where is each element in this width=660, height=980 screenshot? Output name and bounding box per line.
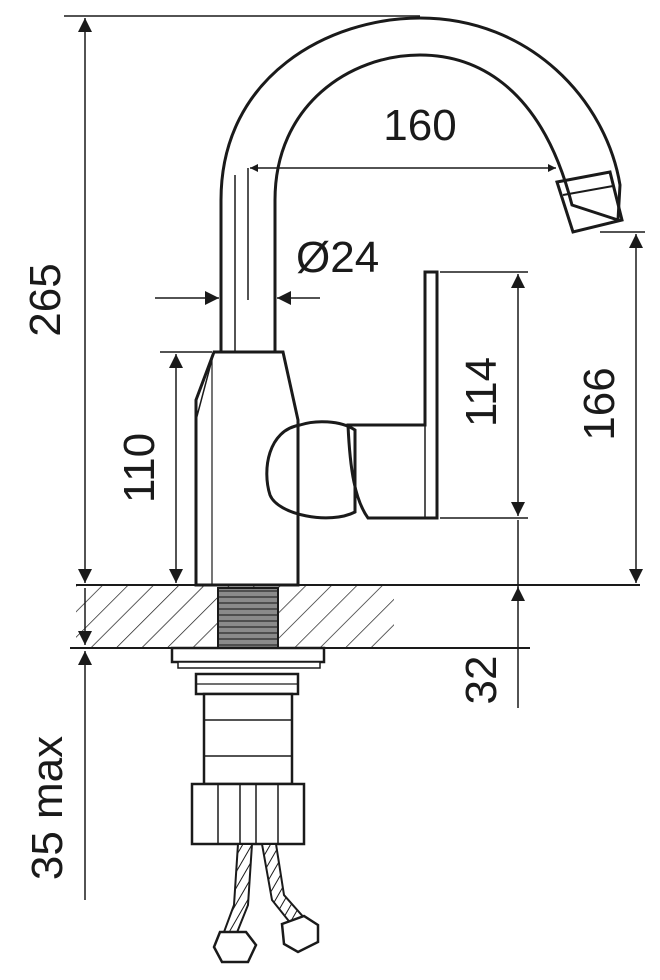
dimension-outlet-height: 166 [575,231,645,583]
spout-reach-label: 160 [383,101,456,150]
hose-fitting-left [212,930,258,964]
dimension-total-height: 265 [21,15,420,583]
cartridge-housing [265,420,357,520]
lever-height-label: 114 [457,357,506,427]
dimension-body-height: 110 [115,351,212,583]
faucet [170,16,624,964]
dimension-spout-reach: 160 [247,101,556,300]
total-height-label: 265 [21,263,70,336]
spout-tube [219,16,622,352]
lever-handle [346,270,439,520]
countertop-depth-label: 32 [457,656,506,705]
dimension-spout-diameter: Ø24 [155,233,379,305]
dimension-max-thickness: 35 max [23,588,92,900]
flexible-hoses [212,843,320,964]
max-thickness-label: 35 max [23,736,72,880]
spout-aerator [555,170,624,234]
hose-fitting-right [280,914,320,954]
dimension-lever-height: 114 [440,271,528,519]
countertop [70,584,640,649]
dimension-countertop-depth: 32 [457,520,525,708]
outlet-height-label: 166 [575,367,624,440]
fixing-nut [190,672,306,846]
faucet-body [194,350,300,587]
threaded-stud [217,587,279,649]
body-height-label: 110 [115,433,164,503]
mounting-plate [170,646,326,664]
spout-diameter-label: Ø24 [296,233,379,282]
